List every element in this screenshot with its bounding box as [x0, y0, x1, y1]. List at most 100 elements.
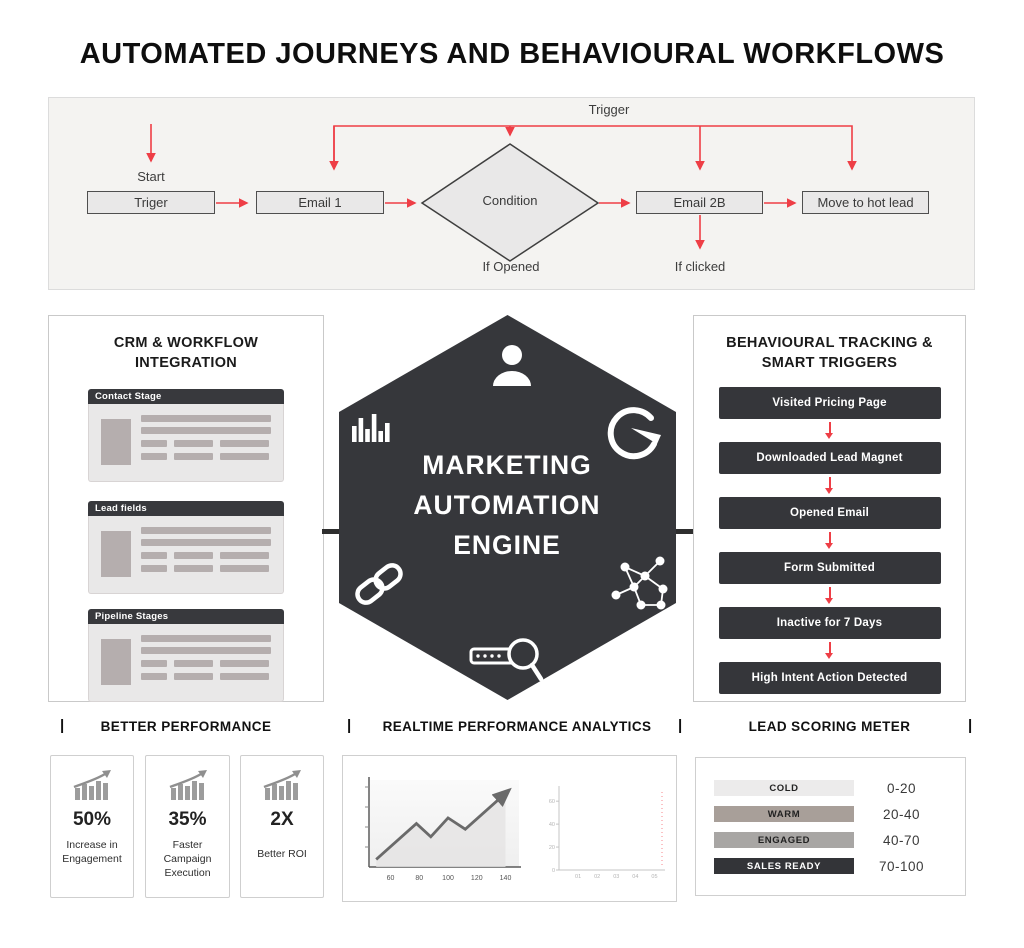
- crm-panel-title: CRM & WORKFLOW INTEGRATION: [113, 335, 259, 371]
- engine-title-line3: ENGINE: [453, 530, 561, 560]
- score-row: SALES READY 70-100: [714, 858, 965, 874]
- svg-text:01: 01: [575, 874, 581, 880]
- flow-node-condition: Condition: [482, 193, 538, 208]
- card-header: Contact Stage: [88, 389, 284, 405]
- condition-diamond: [420, 143, 600, 262]
- divider-pipe: |: [347, 717, 352, 734]
- skeleton-avatar: [101, 531, 131, 578]
- down-arrow-icon: [825, 477, 833, 495]
- analytics-panel: 60 80 100 120 140 0 20 40 60 01 02 03 04 05: [342, 755, 677, 902]
- score-range: 20-40: [882, 806, 921, 822]
- svg-text:03: 03: [613, 874, 619, 880]
- card-header: Pipeline Stages: [88, 609, 284, 625]
- svg-text:60: 60: [549, 799, 555, 805]
- score-bar-cold: COLD: [714, 780, 854, 796]
- page-title: AUTOMATED JOURNEYS AND BEHAVIOURAL WORKF…: [79, 38, 945, 70]
- svg-text:100: 100: [442, 875, 454, 882]
- engine-title-line1: MARKETING: [422, 450, 592, 480]
- card-skeleton: [88, 624, 284, 703]
- link-icon: [355, 563, 403, 605]
- flow-node-move-hot-lead: Move to hot lead: [802, 191, 929, 214]
- stat-label: Better ROI: [257, 848, 307, 860]
- score-bar-warm: WARM: [714, 806, 854, 822]
- score-bar-engaged: ENGAGED: [714, 832, 854, 848]
- flow-node-email1: Email 1: [256, 191, 384, 214]
- svg-text:05: 05: [651, 874, 657, 880]
- svg-text:60: 60: [387, 875, 395, 882]
- section-title-performance: BETTER PERFORMANCE: [100, 719, 272, 734]
- card-header: Lead fields: [88, 501, 284, 517]
- down-arrow-icon: [825, 587, 833, 605]
- flow-node-trigger: Triger: [87, 191, 215, 214]
- svg-text:0: 0: [552, 868, 555, 874]
- section-title-scoring: LEAD SCORING METER: [748, 719, 911, 734]
- score-bar-sales-ready: SALES READY: [714, 858, 854, 874]
- left-connector: [322, 529, 344, 534]
- engine-title-line2: AUTOMATION: [413, 490, 601, 520]
- score-range: 70-100: [878, 858, 925, 874]
- card-skeleton: [88, 516, 284, 595]
- trend-chart: 60 80 100 120 140: [365, 777, 521, 882]
- trigger-label: Trigger: [588, 102, 630, 117]
- if-clicked-label: If clicked: [674, 259, 726, 274]
- down-arrow-icon: [825, 532, 833, 550]
- svg-text:02: 02: [594, 874, 600, 880]
- score-range: 0-20: [886, 780, 917, 796]
- svg-text:80: 80: [415, 875, 423, 882]
- stat-card-roi: 2X Better ROI: [240, 755, 324, 898]
- stat-label: Increase in Engagement: [62, 839, 122, 866]
- score-row: COLD 0-20: [714, 780, 965, 796]
- svg-text:140: 140: [500, 875, 512, 882]
- divider-pipe: |: [968, 717, 973, 734]
- svg-text:04: 04: [632, 874, 638, 880]
- bar-chart-icon: [352, 414, 390, 442]
- svg-text:20: 20: [549, 845, 555, 851]
- svg-text:40: 40: [549, 822, 555, 828]
- stat-card-engagement: 50% Increase in Engagement: [50, 755, 134, 898]
- empty-chart-dynamic: 0 20 40 60 01 02 03 04 05: [549, 799, 658, 880]
- right-connector: [672, 529, 694, 534]
- crm-card-pipeline-stages: Pipeline Stages: [88, 609, 284, 703]
- score-row: WARM 20-40: [714, 806, 965, 822]
- svg-text:120: 120: [471, 875, 483, 882]
- divider-pipe: |: [60, 717, 65, 734]
- if-opened-label: If Opened: [482, 259, 540, 274]
- empty-chart: 0 20 40 60 01 02 03 04 05: [549, 786, 665, 880]
- stat-label: Faster Campaign Execution: [163, 839, 212, 880]
- card-skeleton: [88, 404, 284, 483]
- skeleton-avatar: [101, 419, 131, 466]
- automation-engine-hexagon: [339, 315, 676, 700]
- trigger-item: Downloaded Lead Magnet: [718, 442, 941, 475]
- behaviour-panel-title: BEHAVIOURAL TRACKING & SMART TRIGGERS: [726, 335, 933, 371]
- down-arrow-icon: [825, 422, 833, 440]
- trigger-item: Inactive for 7 Days: [718, 607, 941, 640]
- flow-node-email2b: Email 2B: [636, 191, 763, 214]
- search-icon: [469, 638, 544, 682]
- score-range: 40-70: [882, 832, 921, 848]
- engine-title: MARKETING AUTOMATION ENGINE: [372, 445, 642, 565]
- lead-scoring-panel: COLD 0-20 WARM 20-40 ENGAGED 40-70 SALES…: [695, 757, 966, 896]
- stat-value: 50%: [72, 809, 112, 830]
- growth-chart-icon: [73, 770, 111, 800]
- network-icon: [611, 556, 668, 610]
- user-icon: [493, 345, 531, 386]
- trigger-line: [333, 125, 857, 171]
- journey-flowchart: Trigger Start Triger Email 1 Condition E…: [48, 97, 975, 290]
- trend-chart-dynamic: 60 80 100 120 140: [365, 786, 512, 882]
- stat-card-campaign: 35% Faster Campaign Execution: [145, 755, 230, 898]
- trigger-item: Visited Pricing Page: [718, 387, 941, 420]
- stat-value: 2X: [270, 809, 294, 830]
- trigger-item: High Intent Action Detected: [718, 662, 941, 695]
- hexagon-shape: [339, 315, 676, 700]
- flowchart-connectors: [146, 124, 857, 262]
- divider-pipe: |: [678, 717, 683, 734]
- trigger-item: Form Submitted: [718, 552, 941, 585]
- score-row: ENGAGED 40-70: [714, 832, 965, 848]
- section-title-analytics: REALTIME PERFORMANCE ANALYTICS: [382, 719, 652, 734]
- down-arrow-icon: [825, 642, 833, 660]
- skeleton-avatar: [101, 639, 131, 686]
- crm-workflow-panel: CRM & WORKFLOW INTEGRATION Contact Stage…: [48, 315, 324, 703]
- crm-card-contact-stage: Contact Stage: [88, 389, 284, 483]
- growth-chart-icon: [263, 770, 301, 800]
